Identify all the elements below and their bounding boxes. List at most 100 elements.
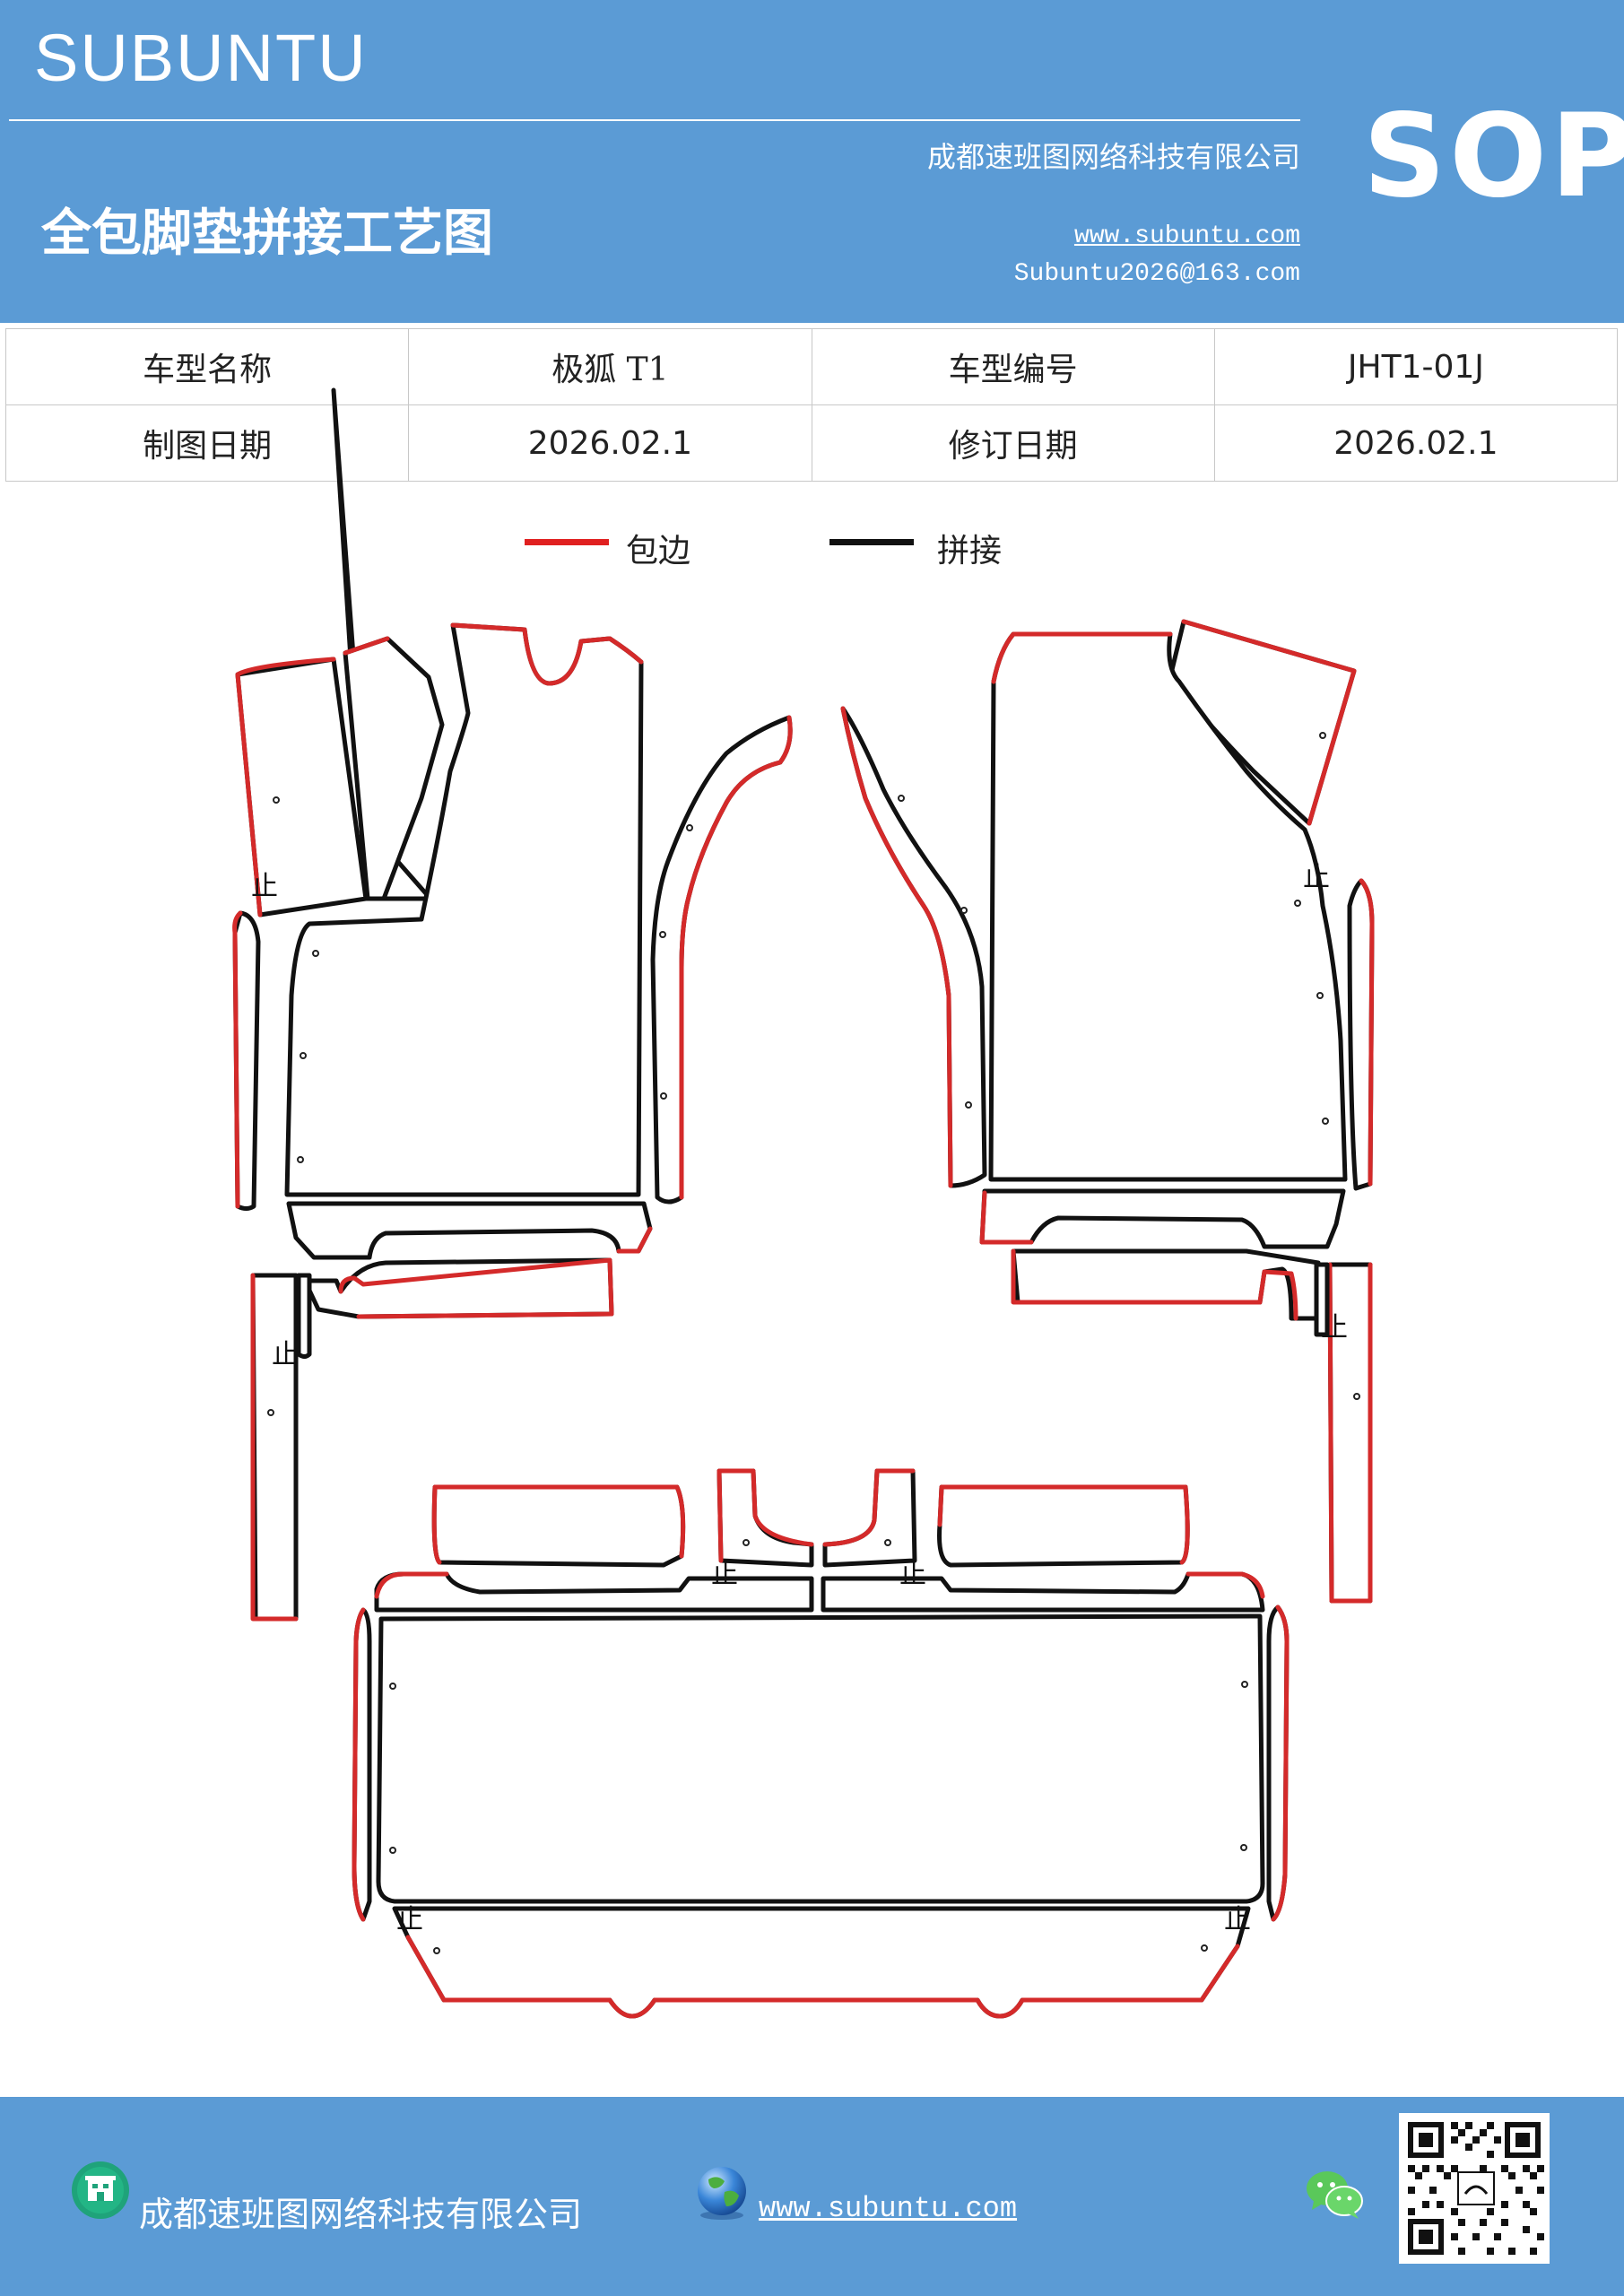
edge-segment	[991, 631, 1173, 684]
mat-piece	[376, 1613, 1265, 1904]
table-cell: JHT1-01J	[1213, 328, 1619, 405]
hole-marker	[389, 1847, 396, 1854]
edge-segment	[1271, 1605, 1290, 1922]
edge-segment	[352, 1607, 366, 1922]
mat-piece	[650, 715, 793, 1205]
edge-segment	[822, 1468, 916, 1547]
stop-mark: 止	[1303, 862, 1330, 893]
edge-segment	[979, 1190, 1034, 1245]
stop-mark: 止	[899, 1559, 926, 1590]
edge-segment	[716, 1468, 814, 1563]
edge-segment	[235, 657, 336, 918]
mat-piece	[840, 706, 987, 1188]
edge-segment	[679, 715, 793, 1200]
hole-marker	[743, 1539, 750, 1546]
mat-piece	[302, 1257, 614, 1319]
hole-marker	[312, 950, 319, 957]
table-cell: 2026.02.1	[1213, 404, 1619, 482]
hole-marker	[273, 796, 280, 804]
mat-piece	[988, 631, 1348, 1182]
hole-marker	[1316, 992, 1324, 999]
stop-mark: 止	[1321, 1312, 1348, 1344]
edge-segment	[1359, 878, 1375, 1187]
stop-mark: 止	[251, 871, 278, 902]
hole-marker	[960, 907, 968, 914]
edge-segment	[405, 1935, 1240, 2019]
legend-label: 包边	[626, 533, 691, 570]
table-cell: 车型编号	[811, 328, 1215, 405]
hole-marker	[965, 1101, 972, 1109]
hole-marker	[1319, 732, 1326, 739]
footer-website-link[interactable]: www.subuntu.com	[759, 2192, 1018, 2225]
edge-segment	[1011, 1248, 1298, 1321]
edge-segment	[343, 636, 390, 656]
stop-mark: 止	[396, 1904, 423, 1935]
legend-label: 拼接	[937, 533, 1003, 570]
hole-marker	[300, 1052, 307, 1059]
building-icon	[72, 2161, 129, 2219]
mat-piece	[286, 1201, 653, 1260]
header-banner: SUBUNTU 成都速班图网络科技有限公司 全包脚垫拼接工艺图 www.subu…	[0, 0, 1624, 323]
stop-marks: 止 止 止 止 止 止 止 止	[251, 862, 1348, 1935]
hole-marker	[660, 1092, 667, 1100]
wechat-icon[interactable]	[1305, 2169, 1364, 2221]
table-row: 车型名称 极狐 T1 车型编号 JHT1-01J	[4, 328, 1619, 405]
hole-marker	[1353, 1393, 1360, 1400]
mat-piece	[822, 1468, 917, 1568]
front-left-mat	[232, 387, 793, 1622]
hole-marker	[1201, 1944, 1208, 1952]
edge-segment	[431, 1484, 686, 1565]
hole-marker	[659, 931, 666, 938]
hole-marker	[1240, 1844, 1247, 1851]
legend-swatch-black	[829, 539, 914, 545]
vehicle-info-table: 车型名称 极狐 T1 车型编号 JHT1-01J 制图日期 2026.02.1 …	[4, 328, 1619, 482]
footer-company-name: 成都速班图网络科技有限公司	[139, 2195, 583, 2234]
locating-holes	[267, 732, 1360, 1954]
legend-swatch-red	[525, 539, 609, 545]
mat-piece	[937, 1484, 1190, 1568]
mat-piece	[979, 1188, 1346, 1249]
edge-segment	[616, 1226, 653, 1254]
mat-piece	[296, 1273, 312, 1359]
table-cell: 车型名称	[4, 328, 410, 405]
mat-piece	[1314, 1262, 1330, 1337]
edge-segment	[250, 1273, 299, 1622]
hole-marker	[884, 1539, 891, 1546]
edge-segment	[338, 1257, 614, 1319]
mat-piece	[1011, 1248, 1321, 1321]
hole-marker	[389, 1683, 396, 1690]
rear-mat	[352, 1468, 1290, 2019]
globe-icon	[698, 2167, 746, 2220]
mat-piece	[250, 1273, 299, 1622]
edge-segment	[840, 706, 953, 1188]
sop-badge: SOP	[1363, 90, 1624, 223]
edge-segment	[232, 910, 243, 1209]
edge-segment	[1327, 1262, 1373, 1604]
website-link[interactable]: www.subuntu.com	[1073, 222, 1300, 250]
hole-marker	[433, 1947, 440, 1954]
table-cell: 修订日期	[811, 404, 1215, 482]
stop-mark: 止	[711, 1559, 738, 1590]
table-cell: 极狐 T1	[408, 328, 812, 405]
mat-piece	[431, 1484, 686, 1568]
table-cell: 2026.02.1	[408, 404, 812, 482]
header-divider	[9, 119, 1300, 121]
mat-piece	[343, 636, 445, 901]
hole-marker	[297, 1156, 304, 1163]
front-right-mat	[840, 619, 1375, 1604]
table-row: 制图日期 2026.02.1 修订日期 2026.02.1	[4, 404, 1619, 482]
hole-marker	[898, 795, 905, 802]
edge-segment	[374, 1571, 449, 1599]
document-title: 全包脚垫拼接工艺图	[41, 204, 493, 263]
stop-mark: 止	[1224, 1904, 1251, 1935]
hole-marker	[1241, 1681, 1248, 1688]
table-cell: 制图日期	[4, 404, 410, 482]
mat-piece	[821, 1571, 1265, 1613]
qr-code-icon[interactable]	[1399, 2113, 1550, 2264]
edge-segment	[937, 1484, 1190, 1565]
hole-marker	[686, 824, 693, 831]
hole-marker	[1294, 900, 1301, 907]
mat-piece	[374, 1571, 814, 1613]
edge-segment	[1185, 1571, 1265, 1599]
